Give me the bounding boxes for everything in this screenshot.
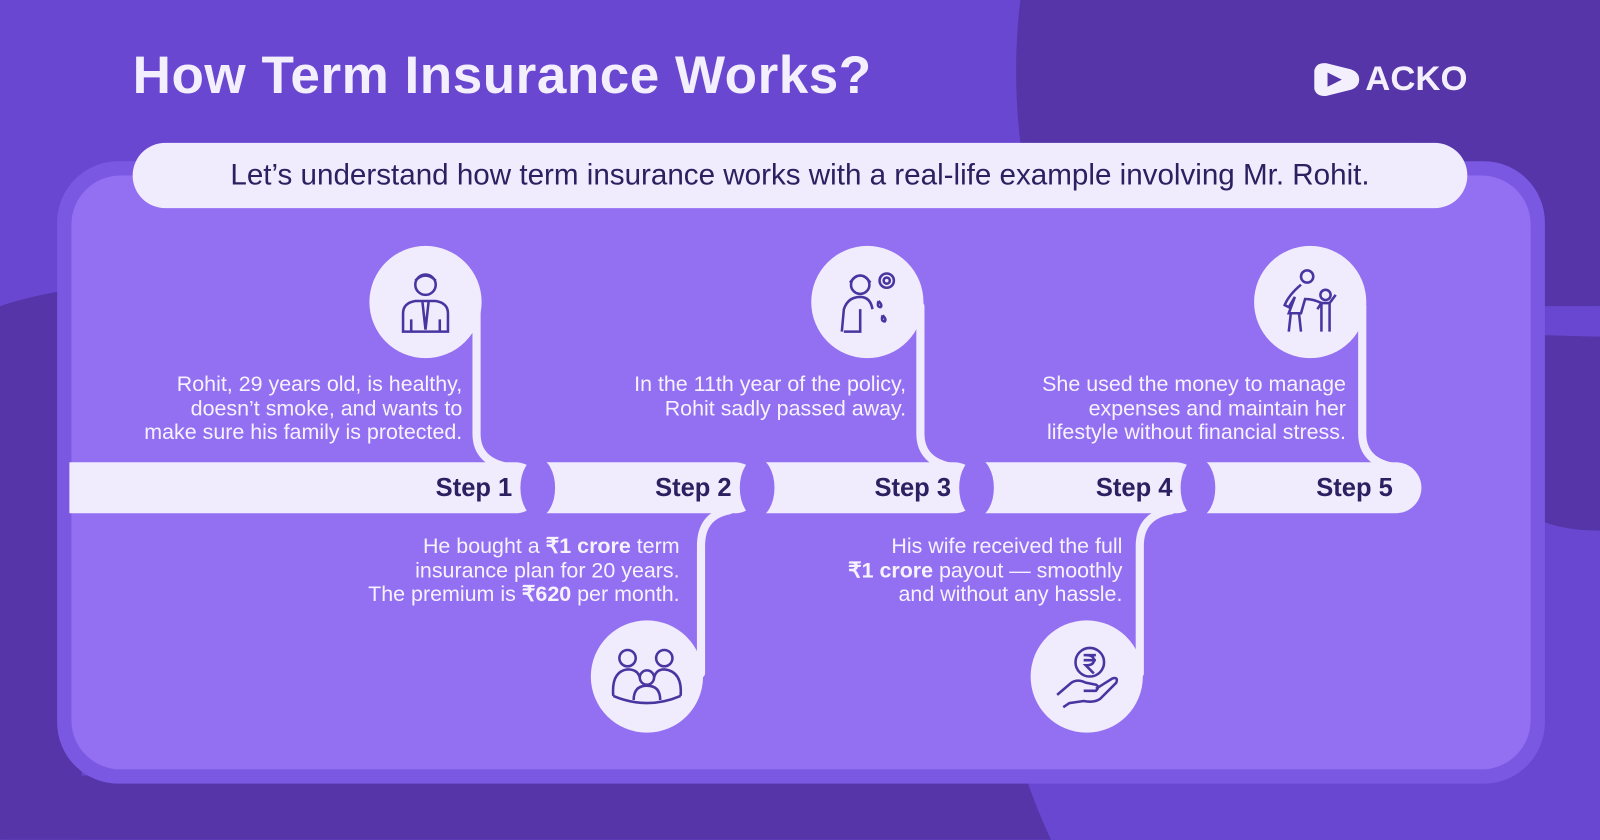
step-5-icon-circle: [1254, 245, 1367, 359]
step-4-pill: Step 4: [959, 458, 1202, 518]
connector-step-1: [472, 302, 515, 472]
step-1-description: Rohit, 29 years old, is healthy,doesn’t …: [144, 372, 463, 444]
acko-logo: ACKO: [1310, 59, 1467, 99]
rupee-hand-icon: [1056, 646, 1119, 709]
page-title: How Term Insurance Works?: [132, 45, 872, 106]
step-label: Step 1: [435, 472, 513, 502]
step-3-pill: Step 3: [739, 458, 980, 518]
intro-banner: Let’s understand how term insurance work…: [132, 142, 1468, 209]
step-label: Step 3: [874, 472, 952, 502]
step-4-icon-circle: [1030, 620, 1143, 733]
step-label: Step 4: [1095, 472, 1173, 502]
step-2-description: He bought a ₹1 crore term insurance plan…: [368, 534, 680, 607]
brand-name: ACKO: [1365, 59, 1468, 98]
connector-step-3: [916, 302, 959, 472]
step-4-description: His wife received the full ₹1 crore payo…: [847, 534, 1123, 607]
step-5-pill: Step 5: [1180, 458, 1422, 518]
connector-step-4: [1135, 506, 1176, 678]
step-3-description: In the 11th year of the policy,Rohit sad…: [634, 372, 907, 420]
step-1-pill: Step 1: [69, 462, 541, 514]
step-2-icon-circle: [590, 620, 704, 733]
parent-child-icon: [1283, 269, 1337, 332]
acko-play-logo-icon: [1314, 62, 1360, 96]
man-tie-icon: [401, 273, 450, 333]
step-label: Step 5: [1316, 472, 1393, 502]
grieving-woman-icon: [840, 272, 896, 333]
step-1-icon-circle: [369, 245, 482, 359]
connector-step-5: [1358, 302, 1400, 472]
step-2-pill: Step 2: [520, 458, 761, 518]
step-3-icon-circle: [811, 245, 924, 359]
step-label: Step 2: [655, 472, 732, 502]
family-icon: [611, 648, 683, 705]
connector-step-2: [696, 506, 734, 678]
